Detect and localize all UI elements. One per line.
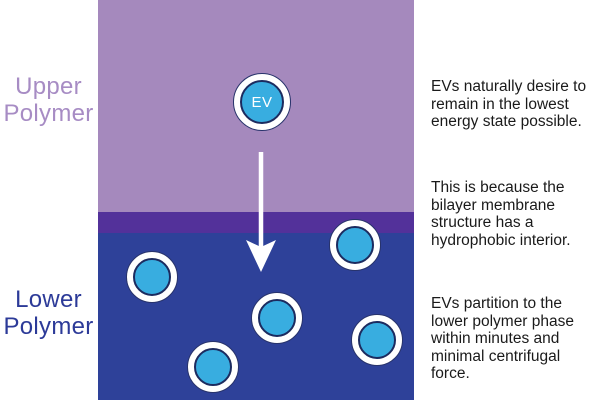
caption-partition: EVs partition to the lower polymer phase… [431, 295, 599, 383]
ev-particle-upper: EV [233, 73, 291, 131]
ev-particle-label: EV [251, 93, 273, 111]
caption-line: structure has a [431, 214, 534, 231]
caption-line: This is because the [431, 179, 565, 196]
lower-polymer-label-line2: Polymer [3, 313, 94, 340]
ev-vesicle-icon [258, 299, 296, 337]
caption-line: lower polymer phase [431, 312, 575, 330]
upper-polymer-label: Upper Polymer [0, 73, 97, 127]
ev-vesicle-icon [358, 321, 396, 359]
caption-line: EVs naturally desire to [431, 78, 587, 95]
ev-vesicle-icon: EV [240, 80, 284, 124]
ev-particle-lower-2 [126, 251, 178, 303]
caption-line: energy state possible. [431, 113, 582, 130]
caption-line: force. [431, 365, 470, 382]
caption-energy-state: EVs naturally desire to remain in the lo… [431, 78, 599, 131]
caption-line: hydrophobic interior. [431, 231, 571, 249]
upper-polymer-label-line1: Upper [15, 73, 82, 100]
ev-particle-lower-3 [251, 292, 303, 344]
ev-particle-lower-4 [187, 341, 239, 393]
ev-particle-lower-1 [329, 219, 381, 271]
caption-line: EVs partition to the [431, 295, 562, 312]
caption-line: bilayer membrane [431, 196, 556, 214]
caption-bilayer-membrane: This is because the bilayer membrane str… [431, 179, 599, 249]
lower-polymer-label-line1: Lower [15, 286, 82, 313]
upper-polymer-label-line2: Polymer [3, 100, 94, 127]
ev-vesicle-icon [194, 348, 232, 386]
ev-vesicle-icon [336, 226, 374, 264]
ev-particle-lower-5 [351, 314, 403, 366]
ev-vesicle-icon [133, 258, 171, 296]
caption-line: minimal centrifugal [431, 347, 561, 365]
caption-line: within minutes and [431, 330, 560, 347]
lower-polymer-label: Lower Polymer [0, 286, 97, 340]
caption-line: remain in the lowest [431, 95, 569, 113]
